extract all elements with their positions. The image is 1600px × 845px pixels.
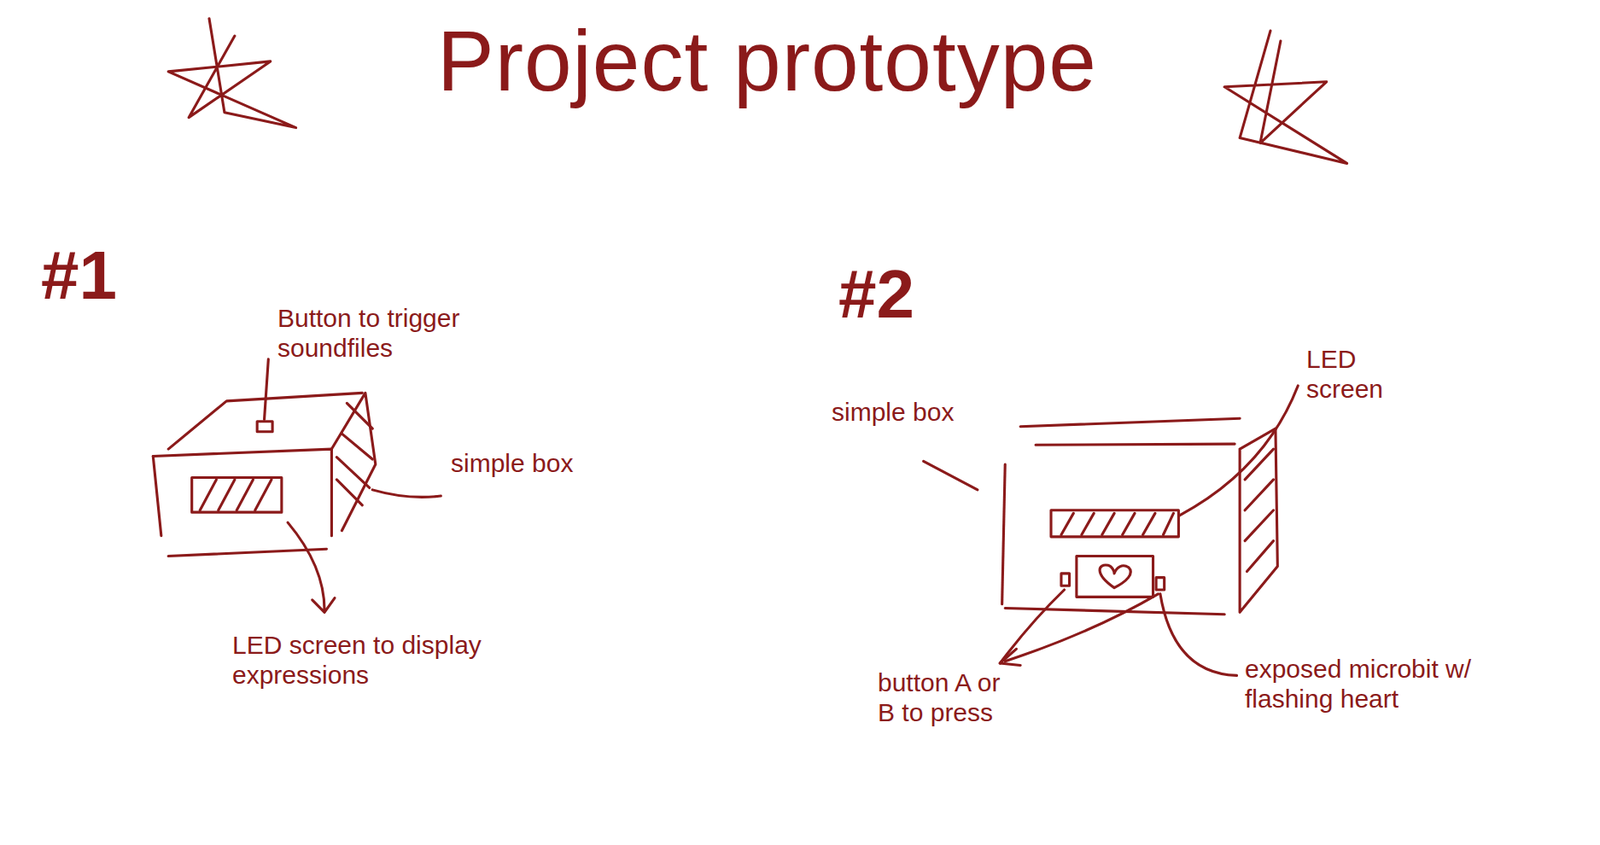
prototype-number: #2 [838, 255, 915, 334]
callout-label: LED screen to display expressions [232, 630, 506, 690]
prototype-number: #1 [40, 236, 117, 316]
callout-label: simple box [450, 449, 573, 479]
callout-label: LED screen [1306, 344, 1409, 404]
star-doodle [1224, 30, 1347, 164]
star-doodle [168, 18, 296, 129]
page-title: Project prototype [437, 11, 1098, 111]
callout-label: exposed microbit w/ flashing heart [1244, 654, 1527, 714]
callout-label: simple box [831, 397, 954, 428]
box-sketch-2 [923, 385, 1299, 676]
box-sketch-1 [152, 359, 441, 613]
callout-label: button A or B to press [877, 668, 1023, 728]
callout-label: Button to trigger soundfiles [277, 303, 526, 363]
